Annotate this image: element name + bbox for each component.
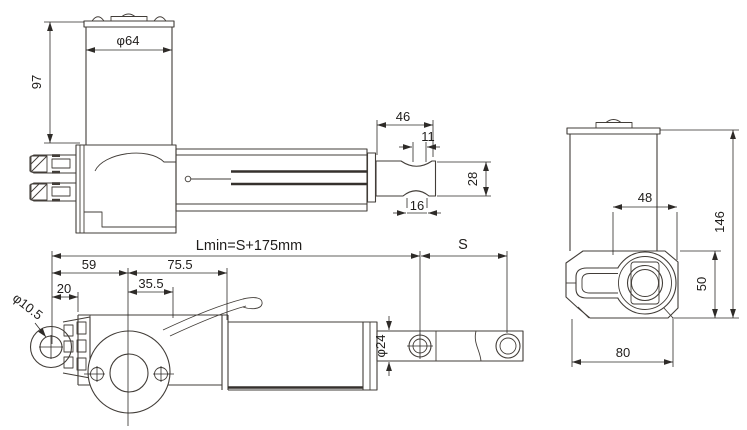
end-view-dimensions: 48 146 50 80 — [571, 129, 739, 367]
cable — [162, 297, 263, 337]
rod-end-clevis-top-view — [375, 160, 437, 197]
break-line — [474, 330, 482, 362]
motor-top-view — [83, 13, 175, 145]
dim-rear-hole-offset: 20 — [57, 281, 71, 296]
dim-rod-diameter: φ24 — [373, 335, 388, 358]
dim-gearbox-height: 50 — [694, 277, 709, 291]
dim-gear-center-to-edge: 35.5 — [138, 276, 163, 291]
motor-end-view — [566, 119, 661, 251]
extension-rod — [376, 330, 524, 362]
dim-rear-to-gear-center: 59 — [82, 257, 96, 272]
top-view: φ64 97 46 11 28 16 — [29, 13, 491, 234]
dim-rod-end-slot-bottom: 16 — [410, 198, 424, 213]
side-view: Lmin=S+175mm S 59 75.5 35.5 20 φ10.5 φ24 — [10, 237, 524, 426]
end-view: 48 146 50 80 — [565, 119, 739, 367]
gearbox-end-view — [565, 250, 679, 319]
dim-rod-end-height: 28 — [465, 172, 480, 186]
rear-clevis-mount — [29, 316, 91, 379]
dim-gearbox-width: 80 — [616, 345, 630, 360]
gearbox-bore — [109, 353, 149, 393]
dim-rod-end-slot-top: 11 — [421, 129, 435, 144]
dim-min-length: Lmin=S+175mm — [196, 238, 302, 254]
front-hole-extended — [495, 333, 521, 359]
gear-housing-top-view — [75, 144, 231, 234]
outer-tube-side-view — [228, 321, 378, 391]
dim-motor-diameter: φ64 — [117, 33, 140, 48]
top-view-dimensions: φ64 97 46 11 28 16 — [29, 21, 491, 216]
dim-overall-height: 146 — [712, 211, 727, 233]
dim-stroke: S — [458, 237, 468, 253]
grease-point — [184, 175, 192, 183]
outer-tube-top-view — [175, 148, 377, 212]
dim-rod-end-length: 46 — [396, 109, 410, 124]
connector-plug — [29, 154, 76, 202]
dim-mount-hole-diameter: φ10.5 — [10, 290, 46, 323]
dim-mount-span: 48 — [638, 190, 652, 205]
dim-gear-center-to-tube: 75.5 — [167, 257, 192, 272]
gearbox-side-view — [84, 330, 174, 414]
dim-motor-length: 97 — [29, 75, 44, 89]
